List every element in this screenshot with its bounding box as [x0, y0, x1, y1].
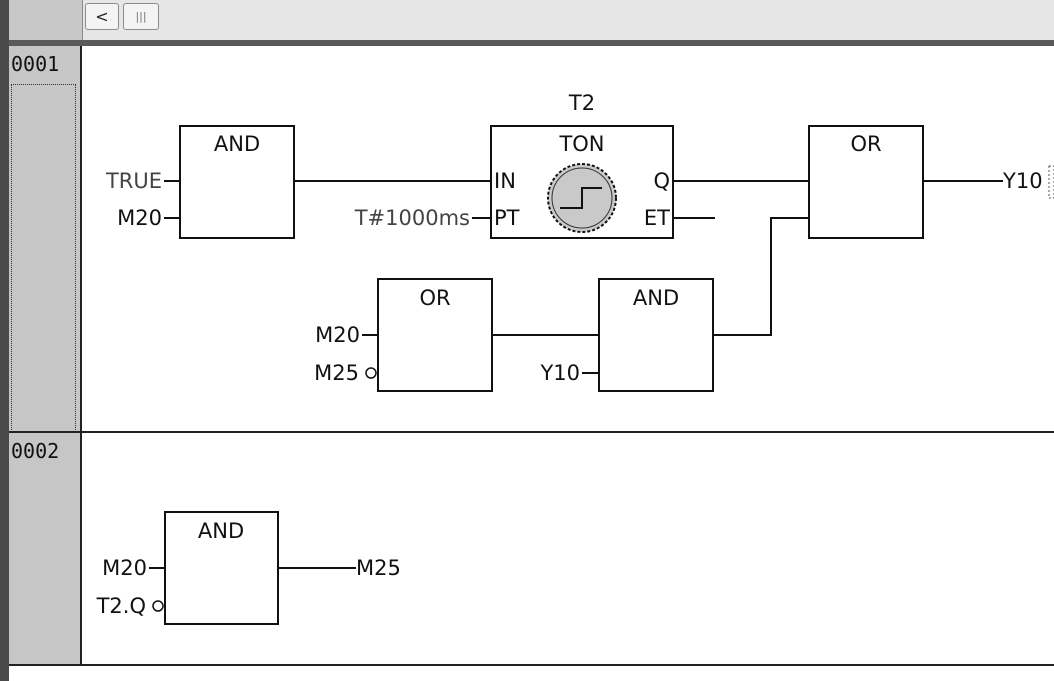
- input-variable[interactable]: Y10: [539, 361, 580, 385]
- network-number: 0001: [11, 52, 60, 76]
- or-block-1[interactable]: OR: [808, 125, 924, 239]
- and-block-1[interactable]: AND: [179, 125, 295, 239]
- scroll-grip-icon: |||: [135, 10, 147, 23]
- network-2-gutter[interactable]: 0002: [9, 433, 82, 665]
- or-block-2[interactable]: OR: [377, 278, 493, 392]
- scroll-left-button[interactable]: <: [85, 3, 119, 30]
- input-variable[interactable]: M20: [315, 323, 360, 347]
- pt-constant[interactable]: T#1000ms: [354, 206, 470, 230]
- output-variable[interactable]: M25: [356, 556, 401, 580]
- connection-wire: [713, 217, 809, 336]
- block-type: AND: [198, 519, 244, 543]
- negation-icon: [152, 600, 164, 612]
- scroll-thumb[interactable]: |||: [123, 3, 159, 30]
- pin-q-label: Q: [653, 169, 670, 193]
- block-type: OR: [419, 286, 450, 310]
- network-1-gutter[interactable]: 0001: [9, 46, 82, 456]
- network-number: 0002: [11, 439, 60, 463]
- clock-icon: [547, 163, 617, 233]
- pin-et-label: ET: [644, 206, 670, 230]
- negation-icon: [365, 367, 377, 379]
- toolbar-gutter: [9, 0, 83, 40]
- window-edge: [0, 0, 9, 681]
- block-type: TON: [558, 132, 604, 156]
- pin-in-label: IN: [494, 169, 516, 193]
- output-selection-marker: [1048, 165, 1054, 199]
- and-block-2[interactable]: AND: [598, 278, 714, 392]
- network-separator: [9, 664, 1054, 666]
- editor-toolbar: < |||: [9, 0, 1054, 41]
- toolbar-separator: [9, 40, 1054, 46]
- input-variable[interactable]: M20: [117, 206, 162, 230]
- network-separator: [9, 431, 1054, 433]
- pin-pt-label: PT: [494, 206, 520, 230]
- input-variable[interactable]: TRUE: [105, 169, 162, 193]
- output-variable[interactable]: Y10: [1002, 169, 1043, 193]
- input-variable[interactable]: M20: [102, 556, 147, 580]
- input-variable[interactable]: T2.Q: [96, 594, 146, 618]
- block-type: AND: [214, 132, 260, 156]
- ton-timer-block[interactable]: TON IN PT Q ET: [490, 125, 674, 239]
- timer-instance-name[interactable]: T2: [568, 91, 595, 115]
- block-type: OR: [850, 132, 881, 156]
- chevron-left-icon: <: [95, 7, 109, 26]
- input-variable[interactable]: M25: [314, 361, 359, 385]
- block-type: AND: [633, 286, 679, 310]
- and-block-3[interactable]: AND: [164, 511, 279, 625]
